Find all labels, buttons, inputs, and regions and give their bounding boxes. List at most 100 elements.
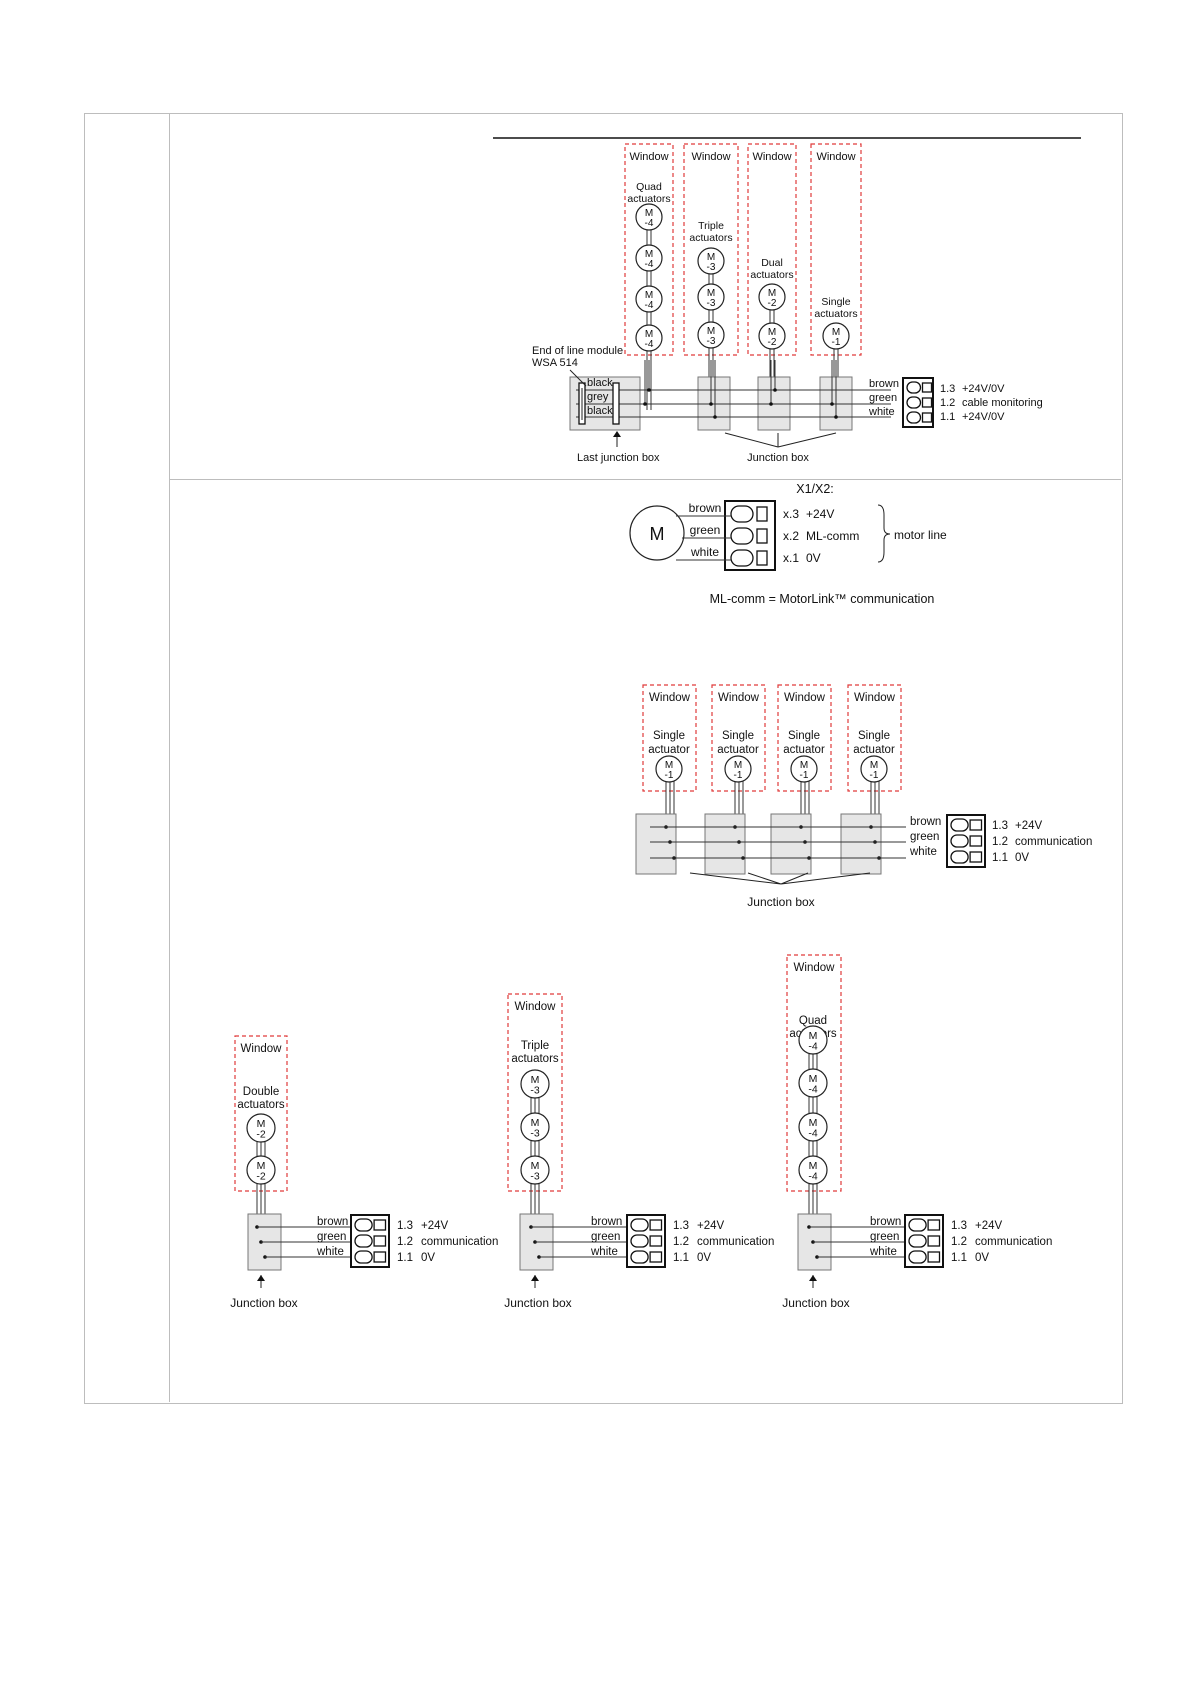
actuator-type: actuator: [783, 744, 825, 756]
arrow-head: [257, 1275, 265, 1281]
motor-line-bracket: [877, 504, 891, 563]
wire-color: white: [690, 545, 719, 559]
motor-code: -4: [645, 300, 654, 311]
terminal-screw: [921, 412, 933, 423]
motor-circle: [635, 324, 663, 352]
content-table: [84, 113, 1123, 1404]
motor-code: M: [809, 1160, 818, 1172]
terminal-screw: [756, 550, 768, 566]
motor-circle: [655, 755, 683, 783]
actuator-type: actuators: [627, 193, 670, 205]
wire-junction-dot: [647, 388, 651, 392]
actuator-type: actuators: [689, 232, 732, 244]
terminal-function: communication: [1015, 836, 1092, 848]
terminal-number: 1.2: [940, 397, 955, 409]
pin-number: x.1: [783, 551, 799, 565]
terminal-clamp: [630, 1218, 649, 1232]
wire-junction-dot: [643, 402, 647, 406]
terminal-clamp: [908, 1234, 927, 1248]
content-cell: [169, 113, 1122, 1402]
motor-code: -4: [645, 259, 654, 270]
motor-circle: [724, 755, 752, 783]
motor-code: M: [531, 1117, 540, 1129]
motor-code: M: [809, 1073, 818, 1085]
pin-function: +24V: [806, 507, 834, 521]
wire-junction-dot: [830, 402, 834, 406]
wire-junction-dot: [769, 402, 773, 406]
motor-code: M: [707, 326, 715, 337]
junction-label: Junction box: [782, 1296, 849, 1310]
terminal-number: 1.1: [951, 1252, 967, 1264]
motor-code: -2: [256, 1129, 265, 1141]
wire-color: white: [590, 1246, 618, 1258]
motor-code: -1: [832, 337, 841, 348]
actuator-type: Single: [788, 730, 820, 742]
motor-code: -4: [808, 1084, 817, 1096]
motor-circle: [635, 244, 663, 272]
motor-code: M: [809, 1030, 818, 1042]
window-label: Window: [854, 692, 896, 704]
motor-code: -3: [530, 1128, 539, 1140]
terminal-function: +24V: [1015, 820, 1043, 832]
junction-pointers: [689, 872, 871, 885]
actuator-type: Single: [722, 730, 754, 742]
wire-color: green: [591, 1231, 620, 1243]
junction-pointers: [724, 432, 837, 448]
terminal-function: 0V: [1015, 852, 1029, 864]
wire-color: green: [870, 1231, 899, 1243]
terminal-function: +24V: [421, 1220, 449, 1232]
motor-code: M: [531, 1160, 540, 1172]
end-wire-color: grey: [587, 391, 609, 403]
terminal-clamp: [908, 1218, 927, 1232]
terminal-function: communication: [421, 1236, 498, 1248]
actuator-type: Quad: [636, 181, 662, 193]
actuator-type: actuators: [750, 269, 793, 281]
pin-function: 0V: [806, 551, 821, 565]
terminal-number: 1.3: [673, 1220, 689, 1232]
terminal-screw: [373, 1235, 387, 1247]
pin-number: x.3: [783, 507, 799, 521]
actuator-type: actuators: [237, 1099, 285, 1111]
terminal-function: +24V/0V: [962, 411, 1005, 423]
motor-circle: [246, 1155, 276, 1185]
actuator-type: actuator: [853, 744, 895, 756]
motor-code: M: [768, 327, 776, 338]
actuator-type: Single: [653, 730, 685, 742]
actuator-type: Triple: [521, 1040, 549, 1052]
wire-color: white: [909, 846, 937, 858]
motor-circle: [635, 285, 663, 313]
window-label: Window: [515, 1001, 557, 1013]
motor-code: M: [768, 288, 776, 299]
motor-code: -4: [808, 1128, 817, 1140]
motor-code: M: [645, 329, 653, 340]
motor-code: M: [645, 290, 653, 301]
terminal-screw: [649, 1235, 663, 1247]
actuator-type: actuators: [814, 308, 857, 320]
terminal-screw: [756, 506, 768, 522]
terminal-function: 0V: [975, 1252, 989, 1264]
terminal-screw: [969, 835, 983, 847]
motor-circle: [798, 1112, 828, 1142]
motor-code: -2: [256, 1171, 265, 1183]
terminal-clamp: [730, 527, 754, 545]
terminal-function: cable monitoring: [962, 397, 1043, 409]
motor-code: -3: [530, 1171, 539, 1183]
motor-code: -4: [808, 1171, 817, 1183]
motor-code: -1: [870, 770, 879, 781]
motor-circle: [798, 1025, 828, 1055]
motor-circle: [758, 283, 786, 311]
motor-letter: M: [650, 524, 665, 544]
terminal-function: +24V/0V: [962, 383, 1005, 395]
motor-code: M: [531, 1074, 540, 1086]
terminal-clamp: [906, 396, 922, 409]
junction-box: [840, 813, 882, 875]
junction-label: Junction box: [747, 452, 809, 464]
last-junction-label: Last junction box: [577, 452, 660, 464]
window-frame: [624, 143, 674, 356]
terminal-clamp: [630, 1234, 649, 1248]
pin-function: ML-comm: [806, 529, 859, 543]
motor-circle: [697, 247, 725, 275]
wire-junction-dot: [773, 388, 777, 392]
terminal-function: +24V: [975, 1220, 1003, 1232]
